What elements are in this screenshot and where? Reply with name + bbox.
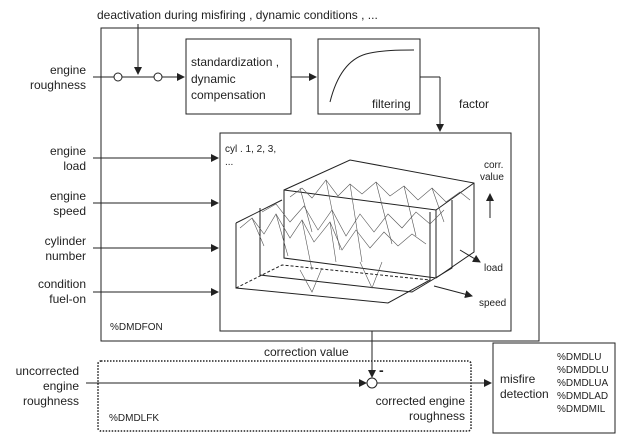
input-condition-line1: condition bbox=[38, 277, 86, 291]
input-engine-roughness-line1: engine bbox=[50, 63, 86, 77]
misfire-code-dmdlua: %DMDLUA bbox=[557, 378, 608, 389]
misfire-detection-line1: misfire bbox=[500, 372, 536, 386]
speed-axis-label: speed bbox=[479, 298, 506, 309]
switch-contact-right bbox=[153, 72, 163, 82]
corr-value-axis-line1: corr. bbox=[484, 160, 503, 171]
summing-junction bbox=[366, 377, 378, 389]
input-uncorrected-line3: roughness bbox=[23, 394, 79, 408]
standardization-block bbox=[185, 38, 292, 115]
cyl-label-line2: ... bbox=[225, 157, 233, 168]
input-engine-speed-line1: engine bbox=[50, 189, 86, 203]
input-cylinder-number-line2: number bbox=[45, 249, 86, 263]
cylinder-map-block bbox=[219, 132, 512, 332]
top-label: deactivation during misfiring , dynamic … bbox=[97, 8, 378, 22]
misfire-detection-block bbox=[492, 342, 616, 434]
correction-value-label: correction value bbox=[264, 345, 349, 359]
input-condition-line2: fuel-on bbox=[49, 292, 86, 306]
dmdlfk-label: %DMDLFK bbox=[109, 413, 159, 424]
load-axis-label: load bbox=[484, 263, 503, 274]
factor-label: factor bbox=[459, 97, 489, 111]
switch-contact-left bbox=[113, 72, 123, 82]
corrected-label-line1: corrected engine bbox=[376, 394, 466, 408]
misfire-code-dmdlad: %DMDLAD bbox=[557, 391, 608, 402]
map-3d-graphic bbox=[235, 159, 494, 304]
input-engine-load-line1: engine bbox=[50, 144, 86, 158]
input-engine-speed-line2: speed bbox=[53, 204, 86, 218]
misfire-code-dmdlu: %DMDLU bbox=[557, 352, 601, 363]
misfire-code-dmdmil: %DMDMIL bbox=[557, 404, 606, 415]
input-uncorrected-line1: uncorrected bbox=[16, 364, 79, 378]
input-cylinder-number-line1: cylinder bbox=[45, 234, 86, 248]
corrected-label-line2: roughness bbox=[409, 409, 465, 423]
filtering-label: filtering bbox=[372, 97, 411, 111]
dmdfon-label: %DMDFON bbox=[110, 322, 163, 333]
input-engine-roughness-line2: roughness bbox=[30, 78, 86, 92]
filter-curve-icon bbox=[329, 49, 415, 103]
minus-sign: - bbox=[379, 362, 384, 378]
input-engine-roughness: engine roughness bbox=[30, 63, 86, 92]
corr-value-axis-line2: value bbox=[480, 172, 504, 183]
dmdlfk-frame bbox=[97, 360, 472, 432]
misfire-code-dmddlu: %DMDDLU bbox=[557, 365, 609, 376]
input-engine-load-line2: load bbox=[63, 159, 86, 173]
standardization-line3: compensation bbox=[191, 88, 266, 102]
standardization-line2: dynamic bbox=[191, 72, 236, 86]
filtering-block bbox=[317, 38, 421, 115]
cyl-label-line1: cyl . 1, 2, 3, bbox=[225, 144, 276, 155]
standardization-line1: standardization , bbox=[191, 55, 279, 69]
misfire-detection-line2: detection bbox=[500, 387, 549, 401]
input-uncorrected-line2: engine bbox=[43, 379, 79, 393]
